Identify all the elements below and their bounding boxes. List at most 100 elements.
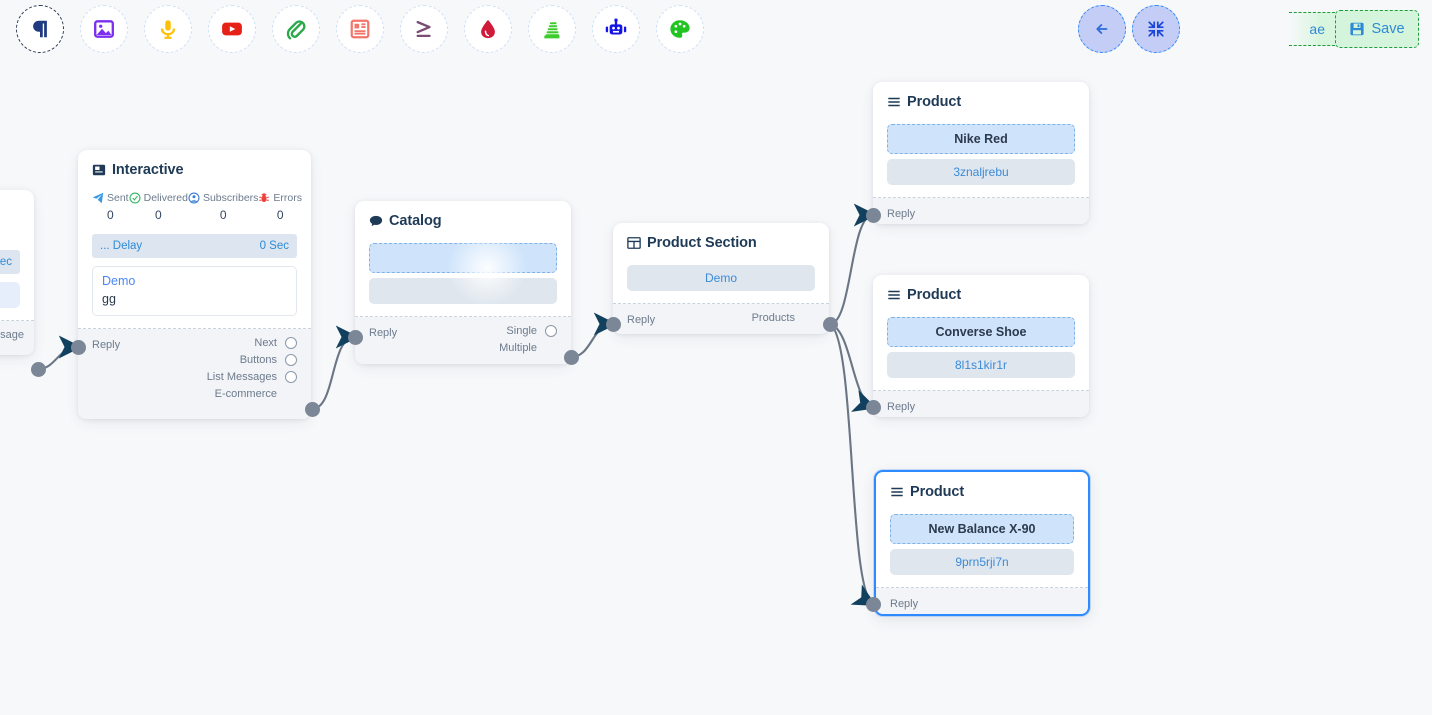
paperclip-icon[interactable] [272, 5, 320, 53]
connector-dot[interactable] [71, 340, 86, 355]
user-circle-icon [188, 192, 200, 204]
droplet-icon[interactable] [464, 5, 512, 53]
port-label-reply[interactable]: Reply [887, 401, 916, 413]
port-ecommerce[interactable]: E-commerce [215, 388, 297, 400]
product-id-field[interactable]: 9prn5rji7n [890, 549, 1074, 575]
stat-errors: Errors 0 [258, 192, 302, 222]
port-dot[interactable] [285, 371, 297, 383]
connector-dot[interactable] [606, 317, 621, 332]
port-dot[interactable] [285, 354, 297, 366]
node-catalog[interactable]: Catalog Reply Single Multiple [355, 201, 571, 364]
product-name-field[interactable]: Nike Red [887, 124, 1075, 154]
port-buttons[interactable]: Buttons [240, 354, 297, 366]
port-label-reply[interactable]: Reply [627, 314, 656, 326]
newspaper-icon[interactable] [336, 5, 384, 53]
port-list-messages[interactable]: List Messages [207, 371, 297, 383]
fit-view-button[interactable] [1132, 5, 1180, 53]
port-multiple[interactable]: Multiple [499, 342, 557, 354]
port-label: Buttons [239, 354, 277, 366]
message-card[interactable]: Demo gg [92, 266, 297, 316]
product-name: Converse Shoe [935, 325, 1027, 339]
canvas-controls[interactable] [1078, 5, 1180, 53]
tool-text[interactable] [8, 5, 72, 53]
port-dot[interactable] [545, 325, 557, 337]
node-divider [873, 390, 1089, 391]
palette-icon[interactable] [656, 5, 704, 53]
delay-row[interactable]: Sec [0, 250, 20, 274]
node-product-2[interactable]: Product Converse Shoe 8l1s1kir1r Reply [873, 275, 1089, 417]
port-label-reply[interactable]: Reply [887, 208, 916, 220]
hidden-secondary-button[interactable]: ae [1289, 12, 1335, 46]
tool-template[interactable] [328, 5, 392, 53]
product-section-button[interactable]: Demo [627, 265, 815, 291]
node-interactive[interactable]: Interactive Sent 0 [78, 150, 311, 419]
connector-dot[interactable] [348, 330, 363, 345]
stat-subscribers: Subscribers 0 [188, 192, 258, 222]
product-id-field[interactable]: 8l1s1kir1r [887, 352, 1075, 378]
product-id: 3znaljrebu [953, 165, 1009, 179]
tool-bot[interactable] [584, 5, 648, 53]
tool-audio[interactable] [136, 5, 200, 53]
tool-attachment[interactable] [264, 5, 328, 53]
stat-value: 0 [154, 208, 162, 222]
tool-condition[interactable] [392, 5, 456, 53]
port-label: Products [751, 312, 795, 324]
delay-row[interactable]: ... Delay 0 Sec [92, 234, 297, 258]
back-button[interactable] [1078, 5, 1126, 53]
node-product-1[interactable]: Product Nike Red 3znaljrebu Reply [873, 82, 1089, 224]
tool-video[interactable] [200, 5, 264, 53]
tool-image[interactable] [72, 5, 136, 53]
message-title: Demo [102, 274, 136, 288]
robot-icon[interactable] [592, 5, 640, 53]
connector-dot[interactable] [305, 402, 320, 417]
node-product-3[interactable]: Product New Balance X-90 9prn5rji7n Repl… [874, 470, 1090, 616]
microphone-icon[interactable] [144, 5, 192, 53]
node-footer: Reply Single Multiple [355, 317, 571, 364]
connector-dot[interactable] [564, 350, 579, 365]
product-name-field[interactable]: Converse Shoe [887, 317, 1075, 347]
tool-list[interactable] [520, 5, 584, 53]
greater-than-equal-icon[interactable] [400, 5, 448, 53]
connector-dot[interactable] [866, 208, 881, 223]
port-label: Multiple [499, 342, 537, 354]
product-name-field[interactable]: New Balance X-90 [890, 514, 1074, 544]
tool-droplet[interactable] [456, 5, 520, 53]
port-dot[interactable] [285, 337, 297, 349]
list-icon [888, 97, 900, 107]
port-label-reply[interactable]: Reply [92, 339, 121, 351]
connector-dot[interactable] [866, 597, 881, 612]
node-divider [873, 197, 1089, 198]
edge-section-to-product-2 [829, 322, 877, 412]
node-divider [355, 316, 571, 317]
connector-dot[interactable] [823, 317, 838, 332]
bug-icon [259, 193, 270, 203]
port-label: Next [254, 337, 277, 349]
node-partial-left[interactable]: rrors 0 Sec essage [0, 190, 34, 355]
youtube-icon[interactable] [208, 5, 256, 53]
port-label-message[interactable]: essage [0, 329, 24, 341]
port-products[interactable]: Products [752, 312, 815, 324]
port-single[interactable]: Single [506, 325, 557, 337]
product-id-field[interactable]: 3znaljrebu [887, 159, 1075, 185]
connector-dot[interactable] [866, 400, 881, 415]
message-text: gg [102, 292, 116, 306]
list-stack-icon[interactable] [528, 5, 576, 53]
port-next[interactable]: Next [254, 337, 297, 349]
arrow-left-icon [1096, 24, 1108, 34]
paragraph-icon[interactable] [16, 5, 64, 53]
save-button[interactable]: Save [1335, 10, 1419, 48]
node-palette-toolbar[interactable] [8, 5, 712, 53]
image-icon[interactable] [80, 5, 128, 53]
node-divider [613, 303, 829, 304]
node-product-section[interactable]: Product Section Demo Reply Products [613, 223, 829, 334]
port-label-reply[interactable]: Reply [890, 598, 919, 610]
stat-sent: Sent 0 [92, 192, 129, 222]
tool-palette[interactable] [648, 5, 712, 53]
edge-interactive-to-catalog [311, 325, 359, 411]
port-label-reply[interactable]: Reply [369, 327, 398, 339]
node-title-product-section: Product Section [627, 235, 815, 251]
connector-dot[interactable] [31, 362, 46, 377]
node-footer: Reply [873, 391, 1089, 417]
node-title-text: Interactive [112, 162, 184, 178]
